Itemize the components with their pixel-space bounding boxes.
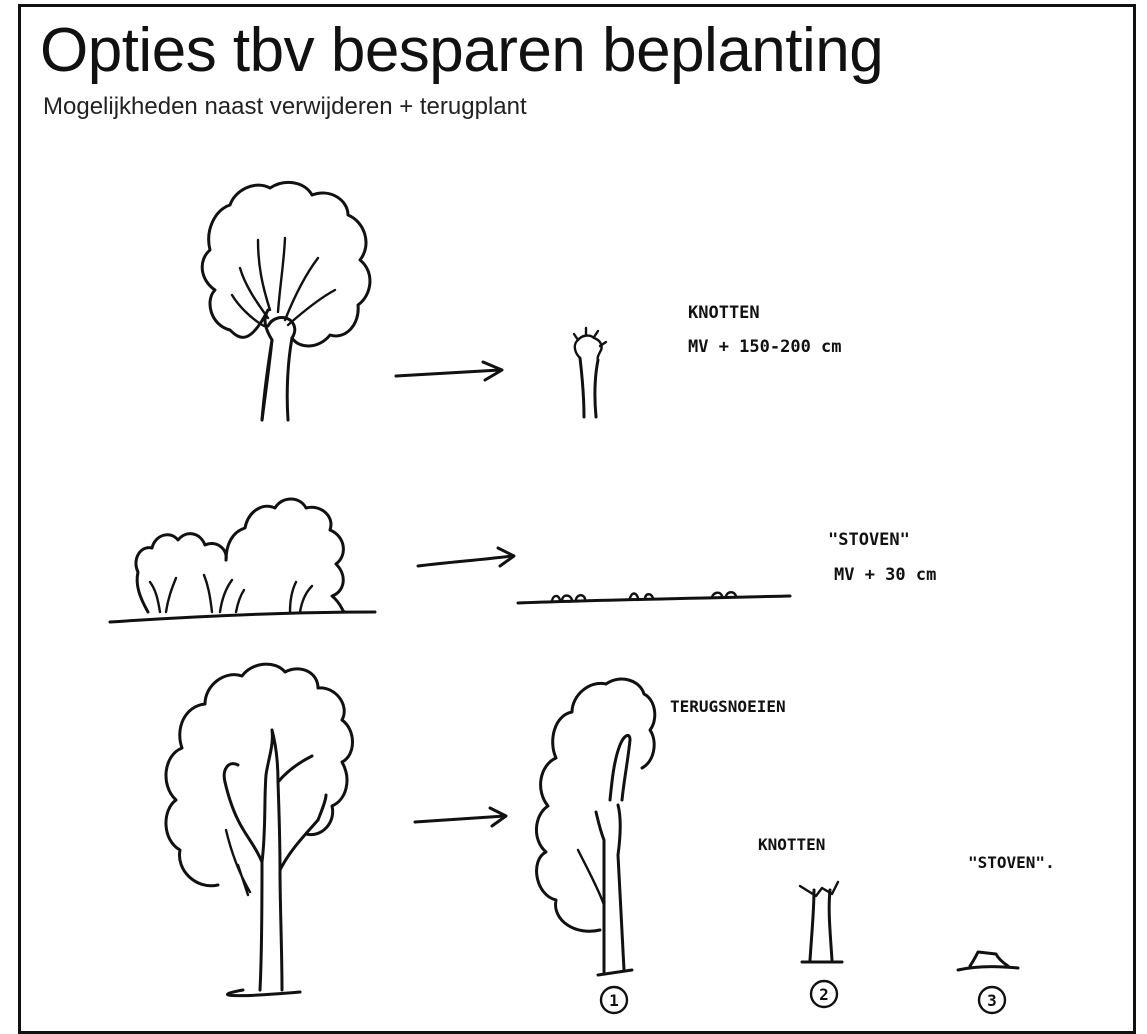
- number-3: 3: [987, 991, 997, 1010]
- tree-pruned: [535, 677, 657, 977]
- arrow-row-3: [413, 806, 508, 828]
- shrubs-coppiced: [516, 591, 792, 605]
- stoven-label: "STOVEN": [828, 530, 910, 550]
- terugsnoeien-label: TERUGSNOEIEN: [670, 697, 786, 716]
- willow-tree-before: [200, 180, 372, 422]
- number-circle-2: 2: [809, 979, 839, 1009]
- arrow-row-1: [394, 360, 504, 382]
- sketch-frame: [18, 4, 1136, 1034]
- page-title: Opties tbv besparen beplanting: [40, 16, 884, 85]
- willow-pollarded: [572, 326, 608, 419]
- option-knotten-label: KNOTTEN: [758, 835, 825, 854]
- number-circle-1: 1: [599, 985, 629, 1015]
- number-circle-3: 3: [977, 985, 1007, 1015]
- coppice-stump: [956, 950, 1020, 972]
- shrubs-before: [108, 497, 377, 624]
- arrow-row-2: [416, 546, 516, 568]
- pollard-stump: [798, 880, 844, 964]
- knotten-height-label: MV + 150-200 cm: [688, 337, 842, 357]
- knotten-label: KNOTTEN: [688, 303, 760, 323]
- page-subtitle: Mogelijkheden naast verwijderen + terugp…: [43, 93, 527, 120]
- number-2: 2: [819, 985, 829, 1004]
- option-stoven-label: "STOVEN".: [968, 853, 1055, 872]
- stoven-height-label: MV + 30 cm: [834, 565, 936, 585]
- number-1: 1: [609, 991, 619, 1010]
- large-tree-before: [164, 662, 354, 998]
